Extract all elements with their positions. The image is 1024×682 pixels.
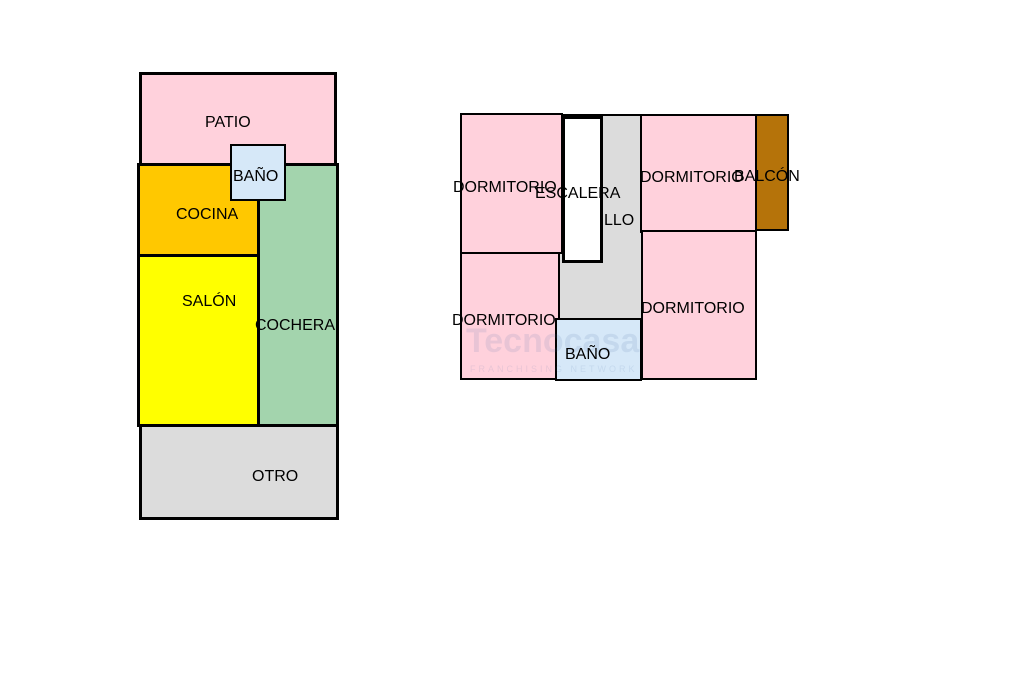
label-dormitorio-3: DORMITORIO xyxy=(452,312,556,329)
label-salon: SALÓN xyxy=(182,293,237,310)
room-bano-upper xyxy=(555,318,642,381)
label-balcon: BALCÓN xyxy=(734,168,800,185)
label-dormitorio-4: DORMITORIO xyxy=(641,300,745,317)
label-patio: PATIO xyxy=(205,114,251,131)
label-otro: OTRO xyxy=(252,468,299,485)
label-bano: BAÑO xyxy=(233,168,279,185)
room-dormitorio-1 xyxy=(460,113,563,254)
label-dormitorio-1: DORMITORIO xyxy=(453,179,557,196)
room-balcon xyxy=(755,114,789,231)
label-pasillo: LLO xyxy=(604,212,635,229)
room-dormitorio-4 xyxy=(641,230,757,380)
label-cocina: COCINA xyxy=(176,206,239,223)
label-cochera: COCHERA xyxy=(255,317,336,334)
label-bano-upper: BAÑO xyxy=(565,346,611,363)
room-otro xyxy=(139,424,339,520)
room-cochera xyxy=(257,163,339,427)
room-salon xyxy=(137,254,260,427)
room-dormitorio-2 xyxy=(640,114,757,233)
label-escalera: ESCALERA xyxy=(535,185,621,202)
room-dormitorio-3 xyxy=(460,252,560,380)
room-escalera xyxy=(562,116,603,263)
label-dormitorio-2: DORMITORIO xyxy=(640,169,744,186)
room-bano xyxy=(230,144,286,201)
